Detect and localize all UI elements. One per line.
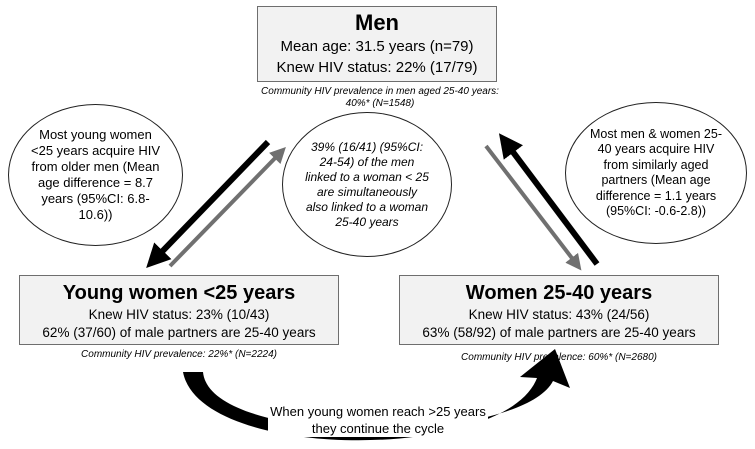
cycle-text: When young women reach >25 years they co… bbox=[268, 403, 488, 437]
women-25-40-box: Women 25-40 years Knew HIV status: 43% (… bbox=[399, 275, 719, 345]
young-women-box: Young women <25 years Knew HIV status: 2… bbox=[19, 275, 339, 345]
young-women-prevalence-note: Community HIV prevalence: 22%* (N=2224) bbox=[81, 349, 277, 360]
oval-similar-age-partners: Most men & women 25-40 years acquire HIV… bbox=[565, 102, 747, 244]
women-25-40-title: Women 25-40 years bbox=[465, 282, 653, 304]
women-25-40-partners: 63% (58/92) of male partners are 25-40 y… bbox=[422, 325, 696, 340]
arrow-young-women-to-men bbox=[168, 146, 286, 268]
young-women-knew-status: Knew HIV status: 23% (10/43) bbox=[88, 307, 270, 322]
men-knew-status: Knew HIV status: 22% (17/79) bbox=[276, 59, 478, 76]
young-women-partners: 62% (37/60) of male partners are 25-40 y… bbox=[42, 325, 316, 340]
young-women-title: Young women <25 years bbox=[62, 282, 296, 304]
arrow-men-to-young-women bbox=[146, 139, 271, 269]
women-25-40-knew-status: Knew HIV status: 43% (24/56) bbox=[468, 307, 650, 322]
oval-young-women-older-men: Most young women <25 years acquire HIV f… bbox=[8, 104, 183, 246]
women-25-40-prevalence-note: Community HIV prevalence: 60%* (N=2680) bbox=[461, 352, 657, 363]
men-mean-age: Mean age: 31.5 years (n=79) bbox=[280, 38, 474, 55]
men-title: Men bbox=[355, 10, 399, 35]
arrow-men-to-women-25-40 bbox=[484, 144, 582, 271]
oval-concurrent-partners: 39% (16/41) (95%CI: 24-54) of the men li… bbox=[282, 112, 452, 257]
men-prevalence-note: Community HIV prevalence in men aged 25-… bbox=[261, 86, 499, 109]
men-box: Men Mean age: 31.5 years (n=79) Knew HIV… bbox=[257, 6, 497, 82]
arrow-women-25-40-to-men bbox=[498, 133, 600, 266]
